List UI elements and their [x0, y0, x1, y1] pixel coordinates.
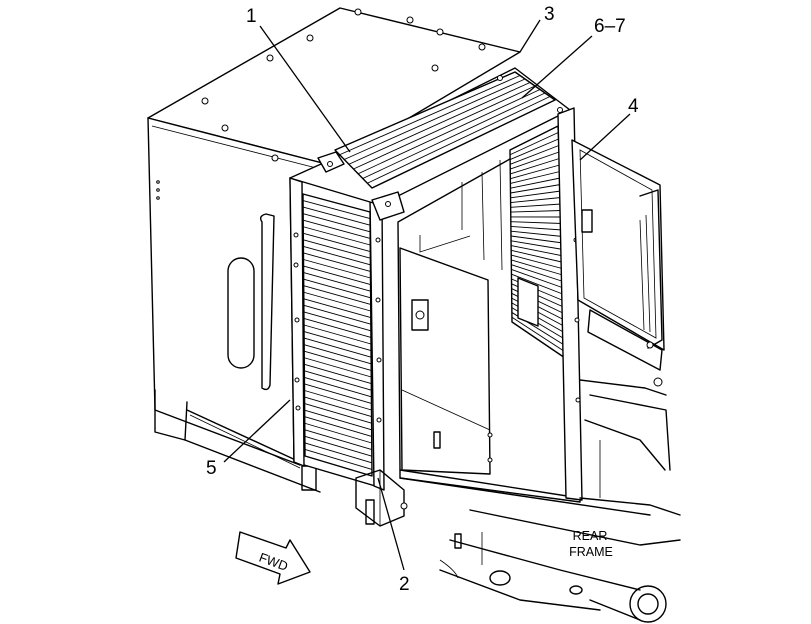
callout-3: 3 [519, 4, 555, 53]
front-grille-slat [303, 324, 372, 345]
side-grille-slat [511, 273, 566, 296]
engine-hood [147, 7, 521, 493]
top-grille-guard [289, 67, 571, 221]
side-grille-slat [510, 145, 559, 165]
side-grille-slat [510, 190, 561, 199]
front-grille-slat [304, 357, 372, 378]
front-grille-slat [303, 219, 371, 239]
callout-4-label: 4 [628, 96, 639, 117]
top-grille-slat [353, 85, 536, 170]
front-grille-slat [303, 213, 371, 233]
callout-2: 2 [377, 477, 410, 595]
front-grille-slats [302, 200, 373, 470]
front-grille-slat [303, 272, 371, 292]
callout-5: 5 [206, 399, 291, 479]
side-grille-slat [510, 225, 563, 231]
top-grille-slats [339, 75, 551, 184]
front-grille-slat [304, 383, 372, 404]
front-grille-slat [304, 442, 373, 464]
rear-frame-label-line2: FRAME [569, 545, 613, 559]
side-grille-slat [511, 249, 564, 263]
front-grille-slat [304, 416, 372, 437]
lower-hinge-bracket [355, 469, 462, 579]
side-grille-slat [510, 184, 561, 194]
side-grille-slat [510, 171, 561, 184]
front-grille-slat [304, 350, 372, 371]
side-grille-slat [510, 197, 562, 204]
callout-6-7-label: 6–7 [594, 16, 626, 37]
top-grille-slat [357, 89, 541, 175]
front-grille-slat [304, 409, 372, 431]
front-grille-slat [302, 206, 371, 226]
front-grille-slat [303, 304, 371, 325]
front-grille-slat [303, 245, 371, 266]
front-grille-slat [303, 285, 371, 305]
side-grille-slat [511, 245, 564, 257]
top-grille-slat [339, 75, 521, 156]
side-grille-slat [510, 235, 564, 244]
side-grille-slat [510, 210, 562, 213]
front-grille-slat [304, 429, 372, 451]
side-grille-slat [509, 138, 559, 160]
front-grille-slat [303, 298, 371, 319]
front-grille-slat [303, 318, 372, 338]
front-grille-slat [304, 449, 373, 470]
callout-2-label: 2 [399, 574, 410, 595]
front-grille-slat [303, 232, 371, 253]
forward-direction-arrow: FWD [235, 531, 311, 585]
rear-frame: REAR FRAME [439, 509, 681, 623]
side-grille-slat [511, 264, 565, 283]
callout-3-label: 3 [544, 4, 555, 25]
side-grille-slat [510, 177, 561, 189]
side-grille-slat [510, 240, 564, 250]
callout-6-7: 6–7 [521, 16, 626, 99]
rear-frame-label-line1: REAR [573, 529, 608, 543]
side-grille-slat [510, 151, 560, 170]
callout-4: 4 [579, 96, 639, 161]
callout-1: 1 [246, 6, 351, 153]
front-grille-slat [303, 311, 372, 332]
front-grille-slat [304, 344, 372, 365]
side-grille-slat [510, 158, 560, 175]
top-grille-slat [367, 96, 551, 184]
side-grille-slat [511, 269, 566, 289]
front-grille-slat [303, 337, 372, 358]
side-grille-slat [510, 221, 563, 224]
front-grille-slat [304, 435, 372, 457]
side-grille-slat [511, 259, 565, 276]
front-grille-slat [303, 331, 372, 352]
front-grille-slat [303, 239, 371, 259]
front-grille-slat [304, 376, 372, 398]
side-grille-slat [510, 230, 563, 237]
front-grille-slat [304, 390, 372, 411]
front-grille-slat [303, 265, 371, 286]
top-grille-slat [348, 82, 531, 165]
front-grille-slat [303, 259, 371, 279]
front-grille-slat [303, 278, 371, 299]
front-grille-slat [304, 396, 372, 418]
side-grille-slat [510, 203, 562, 208]
front-grille-slat [304, 422, 372, 444]
side-grille-slat [510, 164, 560, 180]
front-grille-slat [304, 403, 372, 424]
front-grille-slat [304, 370, 372, 391]
callout-5-label: 5 [206, 458, 217, 479]
front-grille-slat [304, 363, 372, 385]
side-grille-slat [509, 132, 559, 156]
front-grille-guard [289, 177, 385, 491]
front-grille-slat [303, 226, 371, 246]
front-grille-slat [303, 252, 371, 272]
front-grille-slat [303, 291, 371, 312]
top-grille-slat [362, 92, 546, 179]
front-grille-slat [302, 200, 371, 220]
side-grille-slat [511, 254, 565, 270]
side-grille-slat [511, 316, 568, 354]
top-grille-slat [344, 78, 526, 160]
callout-1-label: 1 [246, 6, 257, 27]
rear-door [571, 139, 681, 516]
side-grille-slats [509, 132, 568, 354]
